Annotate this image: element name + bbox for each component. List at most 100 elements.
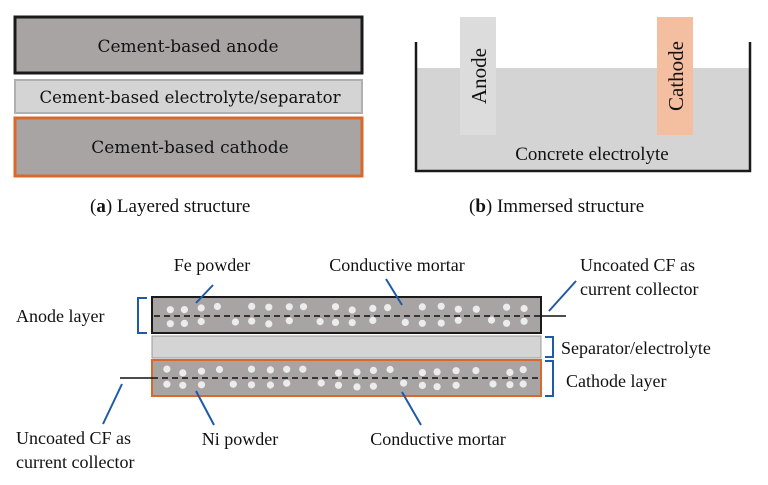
conductive-mortar-bottom-leader	[401, 391, 422, 426]
panel-a-anode-layer	[13, 15, 364, 75]
fe-particle	[503, 319, 511, 327]
fe-particle	[437, 319, 445, 327]
ni-particle	[519, 366, 527, 374]
fe-particle	[265, 320, 273, 328]
ni-particle	[299, 365, 307, 373]
fe-particle	[401, 318, 409, 326]
ni-powder-label: Ni powder	[202, 429, 278, 449]
uncoated-cf-top-line2: current collector	[580, 279, 698, 299]
fe-particle	[418, 303, 426, 311]
fe-particle	[369, 316, 377, 324]
fe-particle	[437, 302, 445, 310]
ni-particle	[179, 381, 187, 389]
panel-a-caption: (a) Layered structure	[90, 196, 251, 217]
panel-b-cathode-bar	[657, 17, 693, 135]
panel-a-caption-letter: a	[96, 196, 106, 217]
panel-b-anode-label: Anode	[467, 48, 491, 104]
panel-c: Fe powder Conductive mortar Uncoated CF …	[16, 255, 711, 472]
fe-particle	[166, 320, 174, 328]
ni-particle	[283, 365, 291, 373]
ni-particle	[400, 379, 408, 387]
ni-particle	[369, 382, 377, 390]
ni-particle	[283, 379, 291, 387]
panel-a-anode-label: Cement-based anode	[97, 37, 278, 57]
ni-particle	[489, 380, 497, 388]
anode-layer-bracket	[137, 297, 147, 334]
ni-particle	[418, 369, 426, 377]
ni-particle	[247, 365, 256, 373]
uncoated-cf-bottom-leader	[102, 383, 123, 425]
fe-particle	[285, 317, 293, 325]
panel-b-caption: (b) Immersed structure	[469, 196, 645, 217]
ni-particle	[452, 367, 460, 375]
ni-particle	[266, 381, 274, 389]
fe-particle	[418, 319, 426, 327]
ni-particle	[215, 365, 224, 374]
panel-a-cathode-label: Cement-based cathode	[91, 138, 288, 158]
fe-particle	[197, 317, 205, 326]
panel-b: Anode Cathode Concrete electrolyte	[414, 17, 752, 173]
uncoated-cf-top-leader	[548, 280, 577, 312]
panel-a-caption-text: Layered structure	[116, 196, 251, 217]
conductive-mortar-top-label: Conductive mortar	[329, 255, 464, 275]
fe-particle	[348, 319, 356, 327]
fe-particle	[454, 316, 462, 324]
fe-particle	[487, 316, 496, 324]
separator-bracket	[545, 336, 554, 358]
panel-a-electrolyte-label: Cement-based electrolyte/separator	[40, 88, 341, 107]
panel-a: Cement-based anode Cement-based electrol…	[13, 15, 364, 178]
fe-particle	[213, 302, 221, 311]
ni-particle	[229, 380, 237, 388]
fe-particle	[520, 304, 528, 313]
fe-powder-leader	[195, 284, 214, 304]
fe-particle	[299, 303, 308, 311]
fe-particle	[180, 319, 188, 327]
ni-particle	[197, 367, 206, 375]
fe-particle	[384, 304, 392, 312]
ni-particle	[163, 365, 171, 373]
ni-particle	[179, 369, 187, 377]
fe-particle	[472, 305, 480, 313]
fe-particle	[180, 306, 188, 314]
ni-particle	[266, 366, 274, 374]
ni-particle	[334, 369, 343, 377]
ni-particle	[334, 381, 343, 389]
anode-layer-label: Anode layer	[16, 306, 104, 326]
cathode-layer-bracket	[545, 360, 554, 397]
ni-particle	[163, 380, 171, 388]
panel-b-anode-bar	[460, 17, 496, 135]
cathode-layer-label: Cathode layer	[566, 371, 666, 391]
panel-a-electrolyte-layer	[14, 79, 363, 114]
fe-particle	[331, 303, 340, 311]
ni-particle	[418, 381, 426, 389]
fe-particle	[197, 304, 205, 312]
fe-particle	[503, 303, 511, 311]
ni-particle	[197, 381, 206, 389]
panel-b-caption-letter: b	[475, 196, 486, 217]
fe-particle	[265, 303, 273, 311]
fe-particle	[331, 318, 340, 326]
fe-particle	[348, 306, 356, 314]
ni-powder-leader	[195, 390, 215, 426]
fe-particle	[454, 305, 462, 313]
fe-particle	[369, 304, 377, 312]
fe-particle	[316, 318, 324, 326]
ni-particle	[353, 368, 361, 376]
fe-powder-label: Fe powder	[174, 255, 250, 275]
ni-particle	[317, 379, 325, 387]
conductive-mortar-top-leader	[385, 278, 403, 306]
uncoated-cf-top-line1: Uncoated CF as	[580, 255, 695, 275]
fe-particle	[166, 306, 174, 314]
fe-particle	[231, 318, 239, 326]
ni-particle	[353, 383, 361, 391]
fe-particle	[248, 302, 256, 310]
fe-particle	[520, 317, 528, 325]
fe-particle	[248, 317, 256, 325]
separator-label: Separator/electrolyte	[561, 338, 711, 358]
conductive-mortar-bottom-label: Conductive mortar	[370, 429, 505, 449]
panel-b-electrolyte-label: Concrete electrolyte	[515, 144, 669, 165]
uncoated-cf-bottom-line1: Uncoated CF as	[16, 428, 131, 448]
uncoated-cf-bottom-line2: current collector	[16, 452, 134, 472]
